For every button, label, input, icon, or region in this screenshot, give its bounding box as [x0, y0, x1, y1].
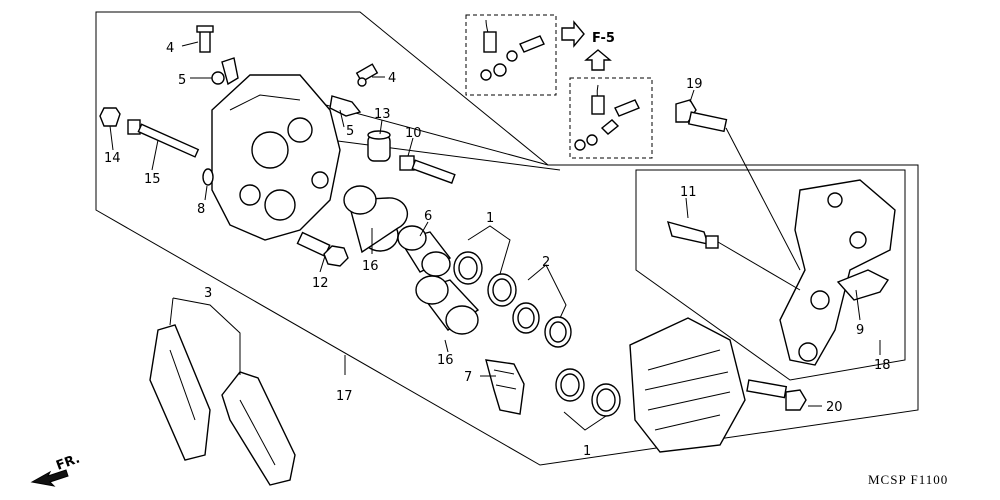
- part-label-15: 15: [144, 172, 161, 187]
- part-label-9: 9: [856, 323, 864, 338]
- part-label-2: 2: [542, 255, 550, 270]
- caliper-body: [211, 74, 341, 241]
- hose-fitting-box-upper: [465, 14, 557, 96]
- bracket-pin-11: [666, 220, 801, 291]
- pad-pin: [127, 119, 200, 158]
- mounting-bolt-20: [746, 379, 807, 411]
- brake-hose-upper: [480, 19, 545, 81]
- caliper-bracket: [779, 179, 896, 366]
- leader-lines: [109, 41, 881, 431]
- piston-seal-1-upper: [453, 251, 517, 307]
- part-label-1: 1: [486, 211, 494, 226]
- part-label-1: 1: [583, 444, 591, 459]
- part-label-5: 5: [178, 73, 186, 88]
- part-label-16: 16: [362, 259, 379, 274]
- guide-line: [329, 139, 561, 171]
- pad-pin-plug: [99, 107, 121, 127]
- assembly-boundary: [95, 11, 919, 466]
- slide-pin-10: [399, 155, 456, 184]
- part-label-20: 20: [826, 400, 843, 415]
- pad-spring: [485, 359, 525, 415]
- part-label-6: 6: [424, 209, 432, 224]
- part-label-16: 16: [437, 353, 454, 368]
- part-label-14: 14: [104, 151, 121, 166]
- part-label-4: 4: [166, 41, 174, 56]
- washer-8: [202, 168, 214, 186]
- part-label-7: 7: [464, 370, 472, 385]
- part-label-8: 8: [197, 202, 205, 217]
- brake-hose-lower: [574, 84, 640, 151]
- slide-pin-12: [296, 231, 349, 267]
- brake-pad-outer: [221, 371, 296, 486]
- piston-seal-2: [512, 302, 572, 348]
- dust-boot: [367, 130, 391, 162]
- part-label-5: 5: [346, 124, 354, 139]
- bleeder-cap-upper: [211, 57, 239, 86]
- bleeder-valve-upper: [196, 25, 214, 53]
- pad-retainer-clip: [836, 269, 890, 301]
- arrow-up-icon: [584, 49, 612, 71]
- part-label-10: 10: [405, 126, 422, 141]
- part-label-4: 4: [388, 71, 396, 86]
- piston-16-lower: [415, 275, 480, 335]
- part-label-18: 18: [874, 358, 891, 373]
- part-label-13: 13: [374, 107, 391, 122]
- caliper-outer-half: [629, 317, 746, 453]
- part-label-11: 11: [680, 185, 697, 200]
- bracket-boundary: [635, 169, 906, 381]
- piston-6: [397, 225, 452, 277]
- brake-pad-inner: [149, 324, 211, 461]
- reference-f5: F-5: [592, 31, 615, 46]
- bleeder-valve-middle: [355, 63, 379, 87]
- part-label-12: 12: [312, 276, 329, 291]
- arrow-right-icon: [561, 20, 585, 48]
- part-label-17: 17: [336, 389, 353, 404]
- part-label-3: 3: [204, 286, 212, 301]
- figure-code: MCSP F1100: [868, 472, 948, 487]
- bleeder-cap-middle: [329, 95, 362, 117]
- piston-seal-1-lower: [555, 368, 621, 417]
- mounting-bolt-19: [675, 99, 801, 271]
- hose-fitting-box-lower: [569, 77, 653, 159]
- part-label-19: 19: [686, 77, 703, 92]
- front-direction-arrow-icon: [30, 469, 69, 487]
- front-direction-label: FR.: [54, 451, 82, 473]
- piston-16-upper: [343, 185, 409, 254]
